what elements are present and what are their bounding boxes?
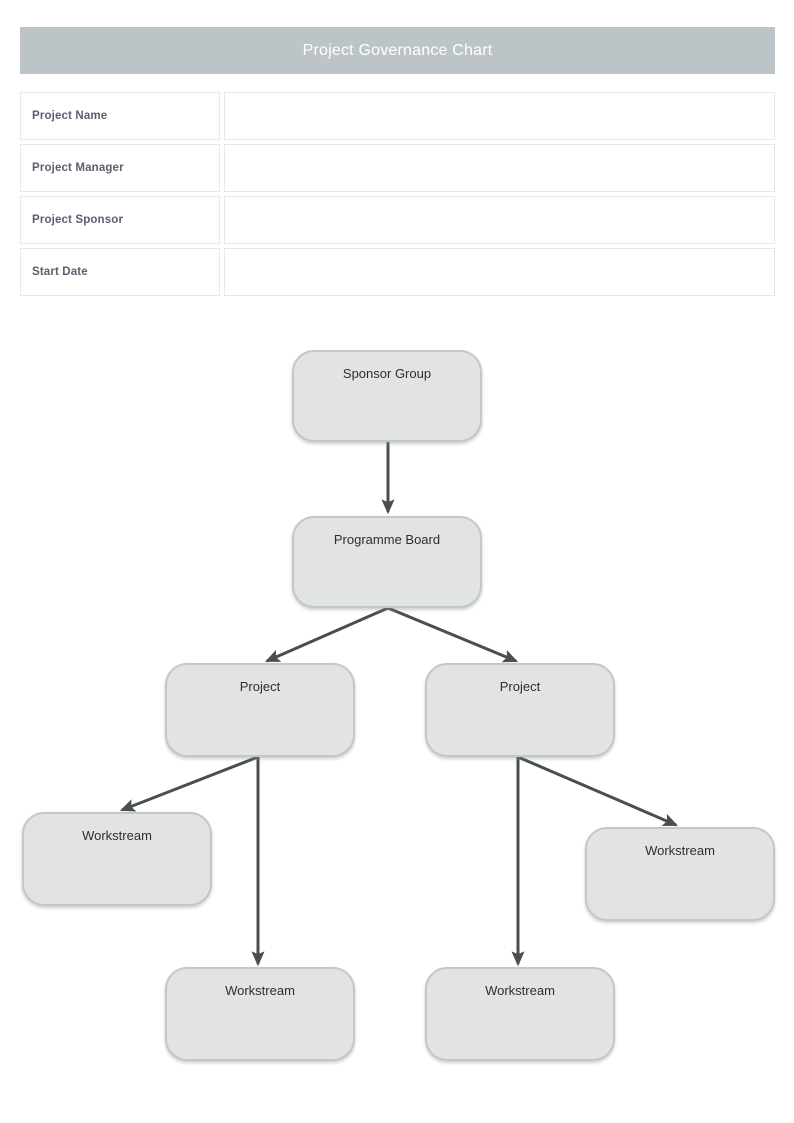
node-label: Sponsor Group — [342, 366, 432, 381]
start-date-field[interactable] — [224, 248, 775, 296]
node-workstream-far-left[interactable]: Workstream — [22, 812, 212, 906]
project-name-label: Project Name — [32, 110, 108, 122]
flowchart-connectors — [119, 442, 679, 967]
project-name-field[interactable] — [224, 92, 775, 140]
project-sponsor-label-cell: Project Sponsor — [20, 196, 220, 244]
project-sponsor-label: Project Sponsor — [32, 214, 124, 226]
node-label: Workstream — [645, 843, 715, 858]
edge-board-to-project-left — [264, 606, 389, 663]
project-sponsor-field[interactable] — [224, 196, 775, 244]
node-label: Workstream — [485, 983, 555, 998]
project-manager-label: Project Manager — [32, 162, 124, 174]
table-row: Start Date — [20, 248, 775, 296]
project-name-label-cell: Project Name — [20, 92, 220, 140]
edge-board-to-project-right — [387, 606, 519, 663]
table-row: Project Sponsor — [20, 196, 775, 244]
page-title: Project Governance Chart — [302, 41, 493, 59]
node-workstream-bottom-right[interactable]: Workstream — [425, 967, 615, 1061]
edge-project-left-to-ws-left — [119, 755, 259, 812]
governance-flowchart: Sponsor Group Programme Board Project Pr… — [0, 330, 794, 1090]
node-label: Workstream — [225, 983, 295, 998]
node-workstream-bottom-left[interactable]: Workstream — [165, 967, 355, 1061]
node-workstream-far-right[interactable]: Workstream — [585, 827, 775, 921]
node-label: Project — [239, 679, 281, 694]
node-label: Project — [499, 679, 541, 694]
node-project-left[interactable]: Project — [165, 663, 355, 757]
project-manager-label-cell: Project Manager — [20, 144, 220, 192]
node-project-right[interactable]: Project — [425, 663, 615, 757]
node-label: Workstream — [82, 828, 152, 843]
page-title-bar: Project Governance Chart — [20, 27, 775, 74]
start-date-label-cell: Start Date — [20, 248, 220, 296]
start-date-label: Start Date — [32, 266, 88, 278]
project-manager-field[interactable] — [224, 144, 775, 192]
table-row: Project Name — [20, 92, 775, 140]
table-row: Project Manager — [20, 144, 775, 192]
node-label: Programme Board — [333, 532, 441, 547]
node-sponsor-group[interactable]: Sponsor Group — [292, 350, 482, 442]
project-info-table: Project Name Project Manager Project Spo… — [20, 92, 775, 300]
node-programme-board[interactable]: Programme Board — [292, 516, 482, 608]
edge-project-right-to-ws-right — [517, 755, 679, 827]
